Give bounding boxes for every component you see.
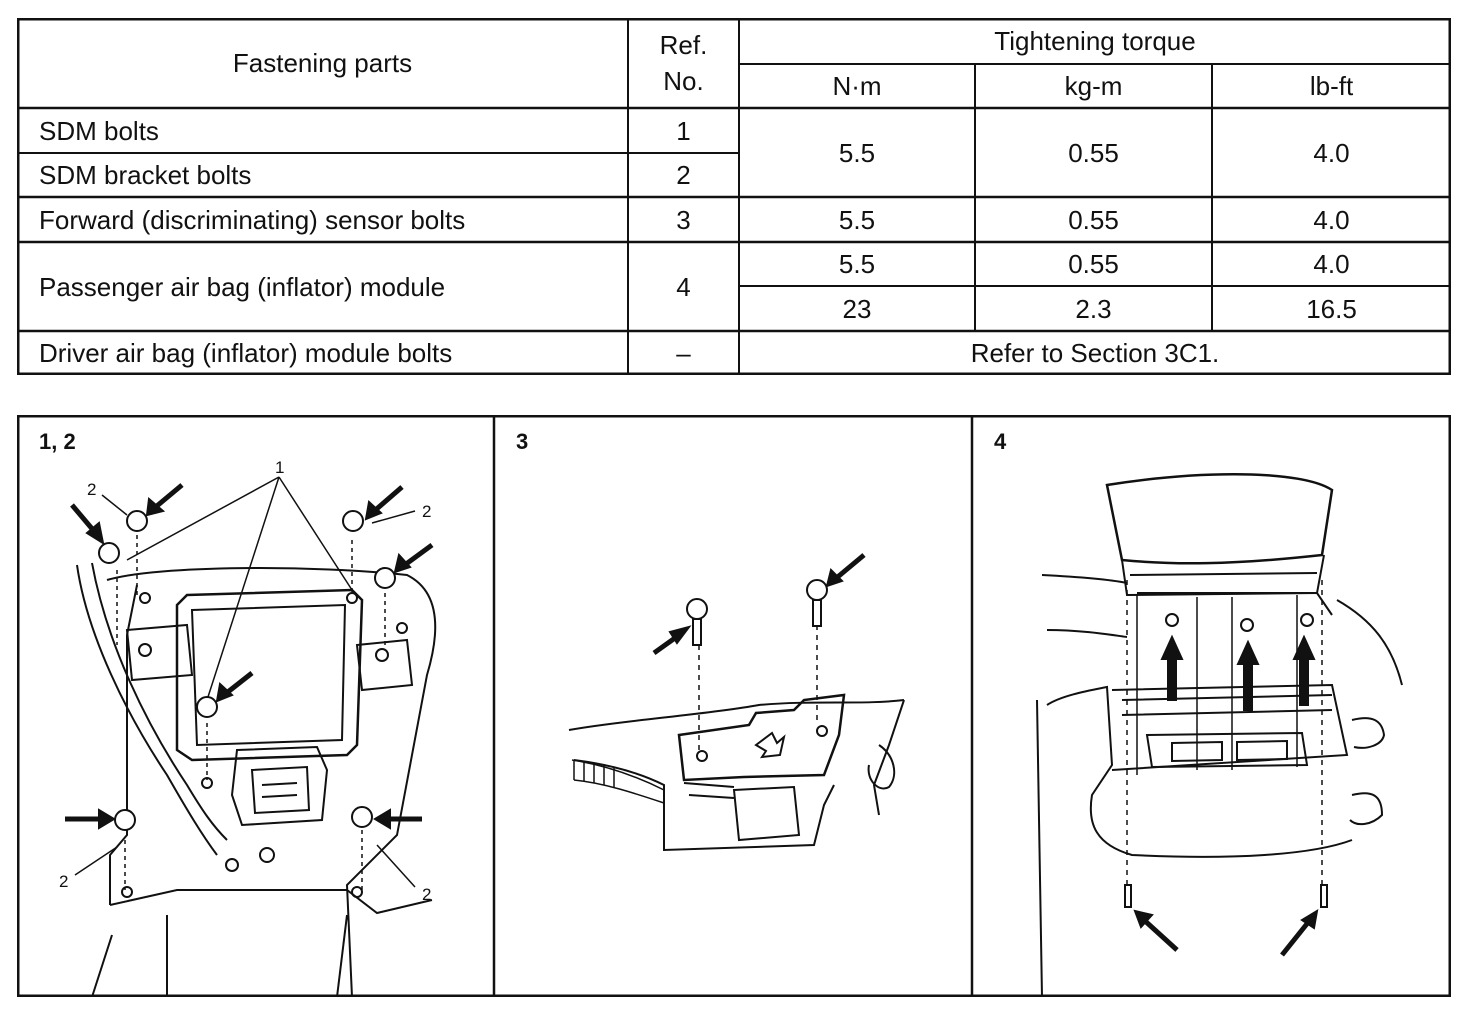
header-ref-no-line2: No. bbox=[663, 66, 704, 96]
air-bag-lid bbox=[1105, 473, 1334, 565]
sdm-mounting-illustration: 1 2 2 2 2 bbox=[59, 458, 437, 997]
bolt-icon bbox=[686, 598, 708, 620]
header-fastening-parts: Fastening parts bbox=[232, 48, 413, 78]
callout-2-top-left: 2 bbox=[87, 480, 96, 499]
air-bag-arrow-icons bbox=[1160, 634, 1316, 711]
sdm-torque-lbft: 4.0 bbox=[1313, 137, 1350, 168]
bolt-icon bbox=[196, 696, 218, 718]
illustration-panels: 1, 2 bbox=[17, 415, 1451, 997]
sensor-torque-nm: 5.5 bbox=[838, 204, 876, 235]
air-bag-screw-icons bbox=[1124, 884, 1328, 908]
ref-passenger-air-bag-module: 4 bbox=[676, 271, 691, 302]
panel-frame bbox=[17, 415, 1451, 997]
air-bag-bottom-arrows bbox=[1133, 909, 1319, 957]
header-ref-no-line1: Ref. bbox=[659, 30, 708, 60]
bolt-icon bbox=[812, 599, 822, 627]
part-sdm-bracket-bolts: SDM bracket bolts bbox=[39, 160, 252, 190]
header-unit-lbft: lb-ft bbox=[1309, 71, 1354, 101]
bolt-icon bbox=[351, 806, 373, 828]
panel-sdm-label: 1, 2 bbox=[39, 429, 76, 454]
bolt-icon bbox=[806, 579, 828, 601]
sensor-torque-kgm: 0.55 bbox=[1068, 204, 1119, 235]
passenger-a-torque-nm: 5.5 bbox=[838, 249, 876, 279]
bolt-icon bbox=[1320, 884, 1328, 908]
bolt-icon bbox=[98, 542, 120, 564]
callout-2-top-right: 2 bbox=[422, 502, 431, 521]
sensor-connector bbox=[732, 785, 801, 842]
forward-sensor-illustration bbox=[568, 553, 905, 852]
passenger-a-torque-kgm: 0.55 bbox=[1068, 249, 1119, 279]
callout-2-bottom-right: 2 bbox=[422, 885, 431, 904]
passenger-b-torque-nm: 23 bbox=[842, 293, 872, 324]
bolt-icon bbox=[126, 510, 148, 532]
panel-sdm: 1, 2 bbox=[17, 415, 494, 997]
passenger-air-bag-illustration bbox=[1036, 473, 1403, 997]
harness-left-edge bbox=[76, 564, 218, 856]
passenger-a-torque-lbft: 4.0 bbox=[1313, 249, 1350, 279]
panel-forward-sensor-label: 3 bbox=[516, 429, 529, 454]
ref-sdm-bolts: 1 bbox=[676, 115, 691, 146]
bolt-icon bbox=[1124, 884, 1132, 908]
sensor-arrow-icons bbox=[652, 553, 866, 656]
passenger-b-torque-kgm: 2.3 bbox=[1075, 293, 1112, 324]
ref-driver-air-bag-module-bolts: – bbox=[676, 338, 691, 368]
bolt-icon bbox=[114, 809, 136, 831]
torque-specification-table: Fastening parts Ref. No. Tightening torq… bbox=[17, 18, 1451, 375]
table-grid-lines bbox=[17, 18, 1451, 375]
forward-sensor-body bbox=[677, 693, 846, 782]
header-tightening-torque: Tightening torque bbox=[994, 26, 1196, 56]
bracket-right bbox=[355, 638, 414, 692]
bolt-icon bbox=[374, 567, 396, 589]
passenger-b-torque-lbft: 16.5 bbox=[1306, 293, 1357, 324]
bolt-icon bbox=[342, 510, 364, 532]
sdm-unit-body bbox=[175, 588, 364, 762]
harness-right-edge bbox=[91, 562, 228, 841]
ref-sdm-bracket-bolts: 2 bbox=[676, 160, 691, 190]
bracket-left bbox=[125, 623, 194, 682]
callout-leaders-1 bbox=[126, 476, 353, 701]
part-passenger-air-bag-module: Passenger air bag (inflator) module bbox=[39, 271, 446, 302]
panel-forward-sensor: 3 bbox=[494, 415, 972, 997]
sensor-torque-lbft: 4.0 bbox=[1313, 204, 1350, 235]
ref-forward-sensor-bolts: 3 bbox=[676, 204, 691, 235]
tunnel-left-edge bbox=[109, 584, 138, 905]
callout-2-bottom-left: 2 bbox=[59, 872, 68, 891]
header-ref-no: Ref. No. bbox=[628, 18, 739, 108]
sdm-torque-kgm: 0.55 bbox=[1068, 137, 1119, 168]
panel-passenger-air-bag: 4 bbox=[972, 415, 1451, 997]
bolt-icons bbox=[98, 510, 396, 831]
tunnel-outline-right bbox=[106, 567, 437, 997]
part-forward-sensor-bolts: Forward (discriminating) sensor bolts bbox=[39, 204, 466, 235]
arrow-icons bbox=[65, 483, 434, 830]
part-driver-air-bag-module-bolts: Driver air bag (inflator) module bolts bbox=[39, 338, 453, 368]
sdm-torque-nm: 5.5 bbox=[838, 137, 876, 168]
sensor-bolt-icons bbox=[686, 579, 828, 646]
callout-1: 1 bbox=[275, 458, 284, 477]
header-unit-nm: N·m bbox=[832, 71, 882, 101]
part-sdm-bolts: SDM bolts bbox=[39, 115, 159, 146]
driver-torque-note: Refer to Section 3C1. bbox=[970, 338, 1220, 368]
bolt-icon bbox=[692, 618, 702, 646]
header-unit-kgm: kg-m bbox=[1064, 71, 1123, 101]
tunnel-bottom-edge bbox=[109, 889, 433, 915]
panel-passenger-air-bag-label: 4 bbox=[994, 429, 1007, 454]
sdm-connector bbox=[230, 745, 329, 827]
